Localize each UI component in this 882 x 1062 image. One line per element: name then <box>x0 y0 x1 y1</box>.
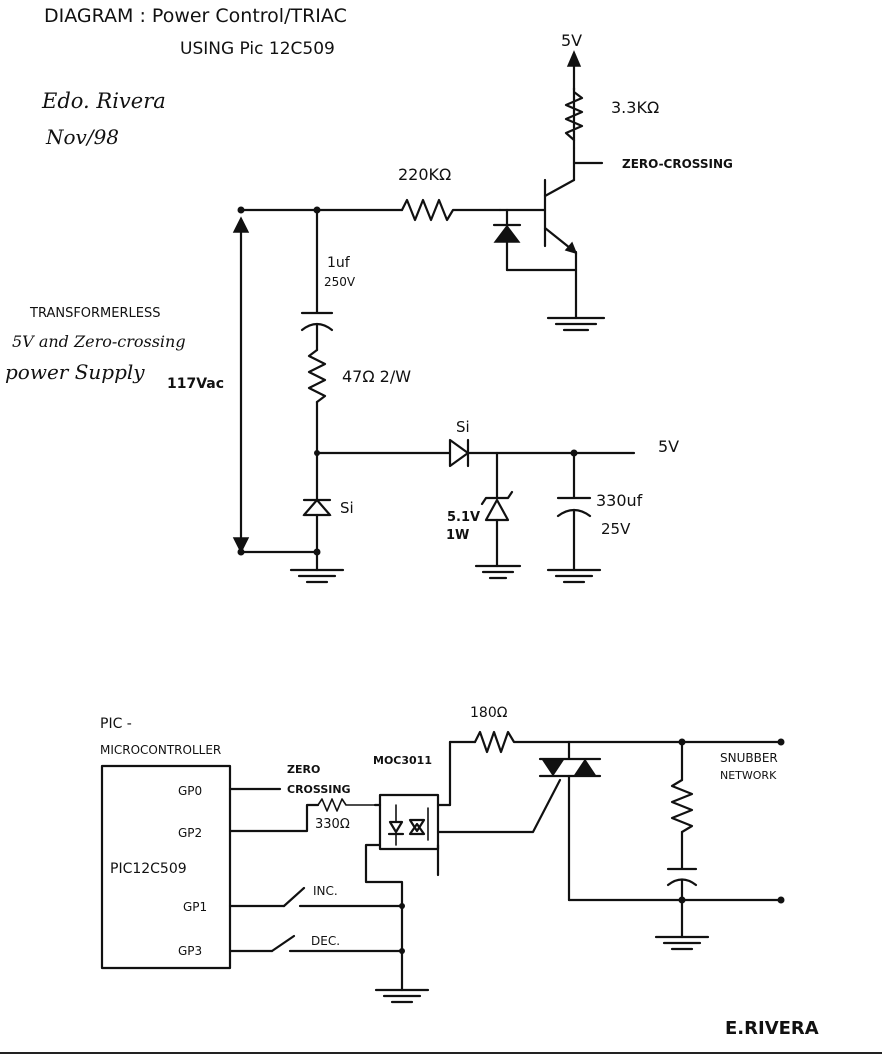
switch-inc-label: INC. <box>313 884 338 898</box>
zener-voltage-label: 5.1V <box>447 510 480 525</box>
header: DIAGRAM : Power Control/TRIAC USING Pic … <box>41 5 347 149</box>
capacitor-1uf-value: 1uf <box>327 255 351 271</box>
vcc-top-label: 5V <box>561 31 582 50</box>
pin-gp2: GP2 <box>178 826 202 840</box>
pin-gp3: GP3 <box>178 944 202 958</box>
diode-si-series-label: Si <box>456 418 470 436</box>
resistor-3k3-label: 3.3KΩ <box>611 98 659 117</box>
resistor-3k3 <box>564 86 584 142</box>
author-name: Edo. Rivera <box>41 89 166 113</box>
signature: E.RIVERA <box>725 1018 819 1039</box>
resistor-330-ohm-label: 330Ω <box>315 817 350 832</box>
supply-caption-line1: TRANSFORMERLESS <box>29 306 160 321</box>
chip-name: PIC12C509 <box>110 861 187 877</box>
pin-gp0: GP0 <box>178 784 202 798</box>
mains-voltage-label: 117Vac <box>167 376 224 392</box>
diode-si-bottom-label: Si <box>340 499 354 517</box>
mcu-label-line2: MICROCONTROLLER <box>100 743 221 757</box>
ground-symbol-capacitor <box>546 568 602 584</box>
capacitor-330uf-voltage: 25V <box>601 520 631 538</box>
supply-caption-line3: power Supply <box>5 360 145 384</box>
switch-inc <box>282 886 306 908</box>
switch-dec-label: DEC. <box>311 934 340 948</box>
power-supply-section: TRANSFORMERLESS 5V and Zero-crossing pow… <box>5 31 733 584</box>
pin-gp1: GP1 <box>183 900 207 914</box>
triac <box>538 740 602 778</box>
snubber-resistor <box>670 778 694 834</box>
resistor-180-ohm <box>473 730 571 754</box>
resistor-330-ohm <box>317 798 376 812</box>
diagram-subtitle: USING Pic 12C509 <box>180 39 335 59</box>
resistor-47-ohm <box>307 348 327 404</box>
resistor-180-ohm-label: 180Ω <box>470 705 508 721</box>
ground-symbol-transistor <box>546 316 606 332</box>
control-section: PIC - MICROCONTROLLER PIC12C509 GP0 GP2 … <box>100 705 785 1004</box>
optocoupler-moc3011 <box>373 793 440 851</box>
npn-transistor <box>543 178 578 255</box>
snubber-label-2: NETWORK <box>720 769 777 782</box>
capacitor-330uf-value: 330uf <box>596 491 643 510</box>
diode-si-bottom <box>302 498 332 517</box>
ground-symbol-snubber <box>654 935 710 951</box>
mcu-label-line1: PIC - <box>100 716 132 732</box>
ground-symbol-zener <box>474 564 522 580</box>
diode-si-series <box>448 438 470 468</box>
resistor-220k <box>400 198 502 222</box>
base-protection-diode <box>492 223 522 243</box>
vout-label: 5V <box>658 437 679 456</box>
resistor-220k-label: 220KΩ <box>398 165 451 184</box>
ground-symbol-control <box>374 988 430 1004</box>
snubber-label-1: SNUBBER <box>720 751 778 765</box>
zener-power-label: 1W <box>446 528 469 543</box>
capacitor-1uf-voltage: 250V <box>324 275 356 289</box>
zero-crossing-input-label-1: ZERO <box>287 763 320 776</box>
resistor-47-ohm-label: 47Ω 2/W <box>342 367 411 386</box>
zero-crossing-output-label: ZERO-CROSSING <box>622 157 733 171</box>
diagram-title: DIAGRAM : Power Control/TRIAC <box>44 5 347 27</box>
drawing-date: Nov/98 <box>45 125 119 149</box>
ground-symbol-left <box>289 568 345 584</box>
opto-label: MOC3011 <box>373 754 432 767</box>
zero-crossing-input-label-2: CROSSING <box>287 783 351 796</box>
switch-dec <box>270 934 296 953</box>
mains-input-arrow <box>232 216 250 554</box>
supply-caption-line2: 5V and Zero-crossing <box>12 332 186 351</box>
pic-microcontroller <box>100 764 232 970</box>
